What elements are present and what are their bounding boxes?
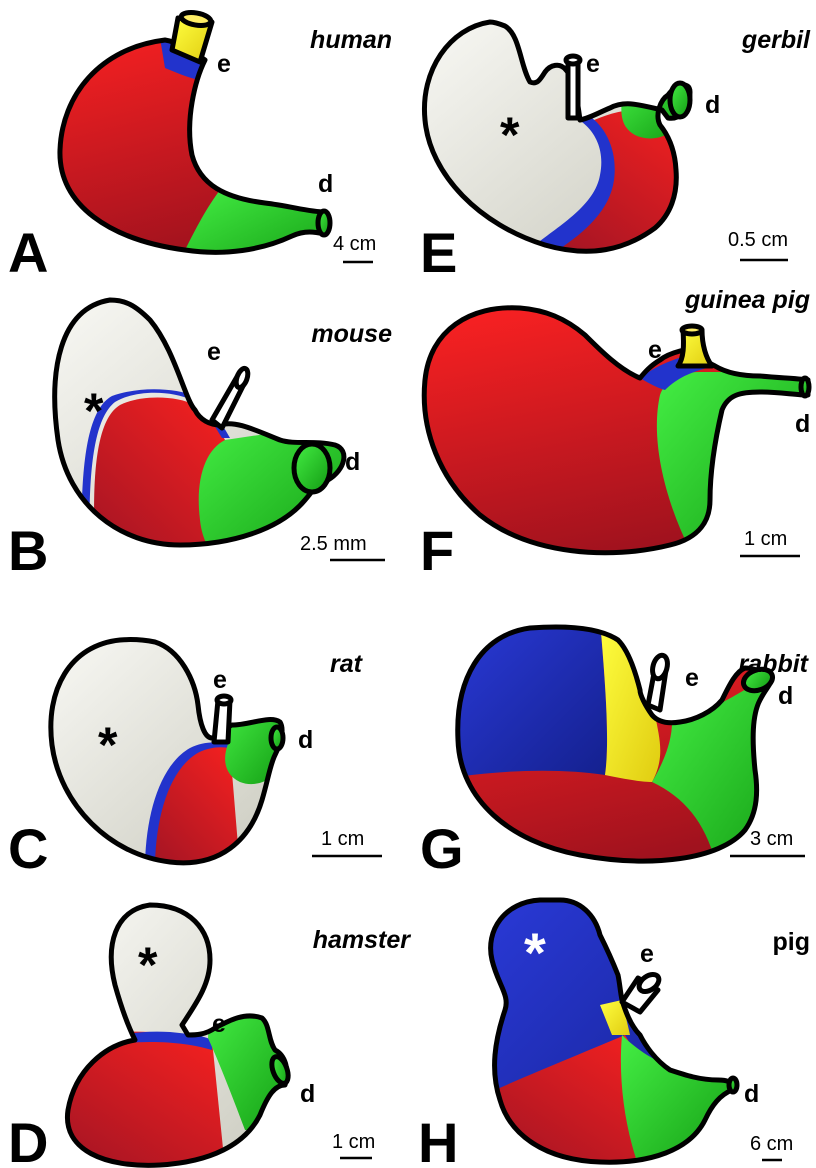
scale-label-d: 1 cm xyxy=(332,1131,375,1153)
panel-letter-e: E xyxy=(420,221,457,284)
species-label-rat: rat xyxy=(330,650,364,678)
species-label-gerbil: gerbil xyxy=(741,26,811,54)
nonglandular-asterisk-b: * xyxy=(84,383,104,439)
panel-letter-h: H xyxy=(418,1111,458,1168)
duodenum-marker: d xyxy=(300,1080,315,1108)
nonglandular-asterisk-e: * xyxy=(500,107,520,163)
esophagus-marker: e xyxy=(685,664,699,692)
esophagus-marker: e xyxy=(586,50,600,78)
scale-label-e: 0.5 cm xyxy=(728,229,788,251)
species-label-guinea-pig: guinea pig xyxy=(684,286,810,314)
scale-label-b: 2.5 mm xyxy=(300,533,367,555)
esophagus-marker: e xyxy=(212,1010,226,1038)
duodenum-marker: d xyxy=(345,448,360,476)
panel-letter-f: F xyxy=(420,519,454,582)
scale-label-c: 1 cm xyxy=(321,828,364,850)
esophagus-marker: e xyxy=(648,336,662,364)
panel-d: * hamster e d D 1 cm xyxy=(8,895,411,1168)
species-label-human: human xyxy=(310,26,392,54)
duodenum-marker: d xyxy=(744,1080,759,1108)
panel-h: * pig e d H 6 cm xyxy=(418,895,810,1168)
duodenum-marker: d xyxy=(705,91,720,119)
esophagus-marker: e xyxy=(217,50,231,78)
species-label-rabbit: rabbit xyxy=(739,650,810,678)
duodenum-marker: d xyxy=(318,170,333,198)
panel-letter-c: C xyxy=(8,817,48,880)
scale-label-f: 1 cm xyxy=(744,528,787,550)
stomach-c-regions xyxy=(40,630,300,870)
panel-g: rabbit e d G 3 cm xyxy=(420,620,810,880)
scale-label-h: 6 cm xyxy=(750,1133,793,1155)
panel-f: guinea pig e d F 1 cm xyxy=(415,286,815,582)
panel-letter-a: A xyxy=(8,221,48,284)
panel-letter-d: D xyxy=(8,1111,48,1168)
esophagus-marker: e xyxy=(207,338,221,366)
scale-label-g: 3 cm xyxy=(750,828,793,850)
panel-b: * mouse e d B 2.5 mm xyxy=(8,290,392,582)
scale-label-a: 4 cm xyxy=(333,233,376,255)
species-label-hamster: hamster xyxy=(313,926,412,954)
panel-letter-b: B xyxy=(8,519,48,582)
panel-e: * gerbil e d E 0.5 cm xyxy=(410,15,811,284)
duodenum-marker: d xyxy=(795,410,810,438)
nonglandular-asterisk-d: * xyxy=(138,937,158,993)
nonglandular-asterisk-c: * xyxy=(98,717,118,773)
nonglandular-asterisk-h: * xyxy=(524,921,546,984)
esophagus-marker: e xyxy=(640,940,654,968)
duodenum-marker: d xyxy=(778,682,793,710)
esophagus-marker: e xyxy=(213,666,227,694)
panel-a: human e d A 4 cm xyxy=(8,10,392,284)
panel-letter-g: G xyxy=(420,817,464,880)
panel-c: * rat e d C 1 cm xyxy=(8,630,382,880)
stomach-d-regions xyxy=(55,895,300,1168)
species-label-mouse: mouse xyxy=(311,320,392,348)
species-label-pig: pig xyxy=(773,928,811,956)
duodenum-marker: d xyxy=(298,726,313,754)
